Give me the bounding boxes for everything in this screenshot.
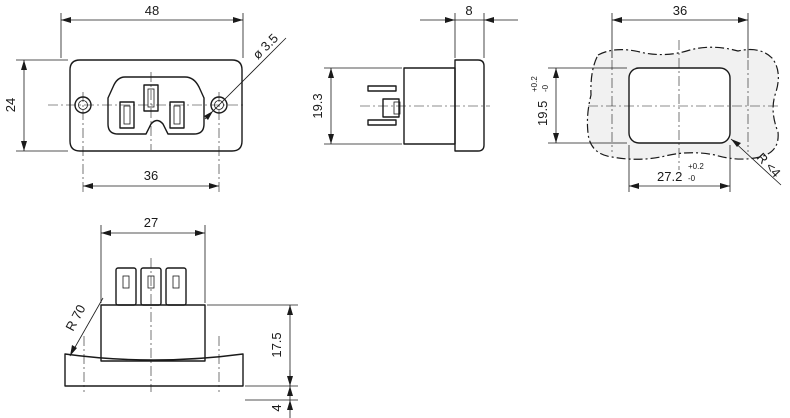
front-pin-right-inner [173,105,181,125]
dim-27-arrow-right [195,230,205,236]
dim-48-arrow-right [233,17,243,23]
cutout-opening [628,67,731,144]
cutout-view: 36 19.5 +0.2 -0 R <4 27.2 +0.2 -0 [530,3,784,192]
dim-19-3-arrow-top [328,68,334,78]
front-pin-left [119,101,135,129]
bottom-curved-flange [64,353,244,387]
dim-36-arrow-left [83,183,93,189]
side-view: 8 19.3 [310,3,518,152]
side-terminal-lower [367,119,397,126]
side-terminal-block [382,98,400,118]
r70-leader [69,297,104,357]
dim-hole-spacing: 36 [144,168,158,183]
bottom-body [100,304,206,362]
dim-bottom-width: 27 [144,215,158,230]
dim-27-2-arrow-left [629,183,639,189]
hole-leader-arrow [204,111,213,120]
r70-leader-arrow [70,345,77,356]
dim-bottom-flange: 4 [269,404,284,411]
front-pin-left-inner [123,105,131,125]
radius-leader-arrow [731,139,741,147]
side-body [403,67,456,145]
dim-bottom-radius: R 70 [62,302,88,333]
dim-c36-arrow-right [738,17,748,23]
dim-cutout-height-tol-upper: +0.2 [530,76,539,92]
bottom-terminal-right [165,267,187,306]
bottom-view: 27 R 70 17.5 4 [62,215,298,418]
dim-c36-arrow-left [612,17,622,23]
dim-hole-diameter: ø 3.5 [250,31,282,63]
dim-27-arrow-left [101,230,111,236]
front-pin-right [169,101,185,129]
dim-24-arrow-bottom [21,141,27,151]
dim-front-width: 48 [145,3,159,18]
front-pin-center-inner [147,88,155,108]
dim-4-arrow-top [287,386,293,396]
hole-leader [204,37,287,120]
dim-27-2-arrow-right [720,183,730,189]
dim-cutout-opening-tol-lower: -0 [688,174,696,183]
side-terminal-clip [393,101,401,115]
bottom-terminal-left [115,267,137,306]
dim-8-arrow-left [445,17,455,23]
dim-19-5-arrow-top [553,68,559,78]
radius-leader [730,138,782,186]
dim-front-height: 24 [3,98,18,112]
dim-side-depth: 8 [465,3,472,18]
bottom-terminal-right-slot [172,275,180,289]
front-flange-outline [69,59,243,152]
dim-17-5-arrow-top [287,305,293,315]
side-flange [454,59,485,152]
side-terminal-upper [367,85,397,92]
dim-24-arrow-top [21,60,27,70]
dim-bottom-height: 17.5 [269,332,284,357]
dim-19-3-arrow-bottom [328,134,334,144]
front-view: 48 24 ø 3.5 36 [3,3,287,192]
dim-cutout-height-tol-lower: -0 [541,84,550,92]
dim-cutout-opening-tol-upper: +0.2 [688,162,704,171]
dim-19-5-arrow-bottom [553,133,559,143]
dim-cutout-width: 36 [673,3,687,18]
dim-cutout-opening-width: 27.2 [657,169,682,184]
bottom-terminal-left-slot [122,275,130,289]
dim-36-arrow-right [209,183,219,189]
dim-side-height: 19.3 [310,93,325,118]
dim-cutout-height: 19.5 [535,101,550,126]
dim-4-arrow-bottom [287,400,293,410]
front-socket-outline [107,76,205,135]
dim-8-arrow-right [484,17,494,23]
dim-48-arrow-left [61,17,71,23]
